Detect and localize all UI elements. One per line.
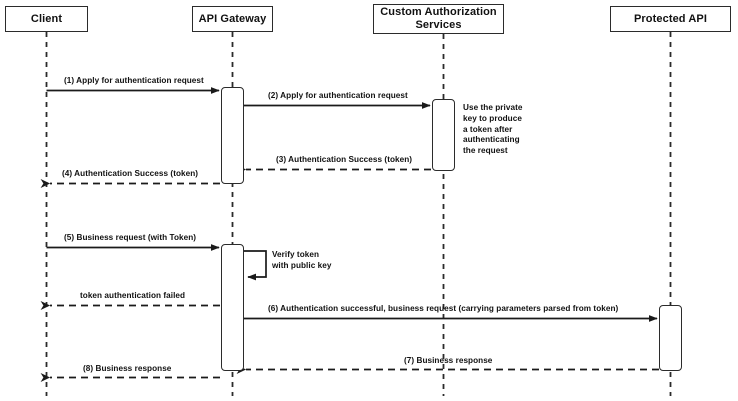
participant-label-api-gateway: API Gateway [198, 12, 267, 25]
activation-bar-api-gateway-auth [221, 87, 244, 184]
activation-bar-api-gateway-business [221, 244, 244, 371]
message-label-m3: (3) Authentication Success (token) [276, 155, 413, 164]
note-private-key: Use the private key to produce a token a… [463, 103, 523, 156]
participant-box-custom-authorization-services[interactable]: Custom Authorization Services [373, 4, 504, 34]
message-label-m7: (7) Business response [404, 356, 493, 365]
message-label-m6: (6) Authentication successful, business … [268, 304, 619, 313]
message-label-m1: (1) Apply for authentication request [64, 76, 204, 85]
participant-label-custom-authorization-services: Custom Authorization Services [380, 6, 497, 31]
participant-box-api-gateway[interactable]: API Gateway [192, 6, 273, 32]
message-label-m2: (2) Apply for authentication request [268, 91, 408, 100]
message-label-m8: (8) Business response [83, 364, 172, 373]
lifelines-group [45, 32, 672, 396]
self-call-label-line-1: Verify token [272, 250, 320, 259]
participant-box-protected-api[interactable]: Protected API [610, 6, 731, 32]
participant-box-client[interactable]: Client [5, 6, 88, 32]
activation-bar-protected-api [659, 305, 682, 371]
message-label-token-auth-failed: token authentication failed [80, 291, 186, 300]
message-label-m5: (5) Business request (with Token) [64, 233, 197, 242]
message-label-m4: (4) Authentication Success (token) [62, 169, 199, 178]
self-call-label-verify-token: Verify token with public key [272, 250, 342, 272]
participant-label-client: Client [30, 12, 63, 25]
activation-bar-custom-authorization-services [432, 99, 455, 171]
self-call-label-line-2: with public key [272, 260, 332, 270]
participant-label-protected-api: Protected API [633, 12, 708, 25]
self-call-arrow-verify-token [243, 250, 267, 281]
